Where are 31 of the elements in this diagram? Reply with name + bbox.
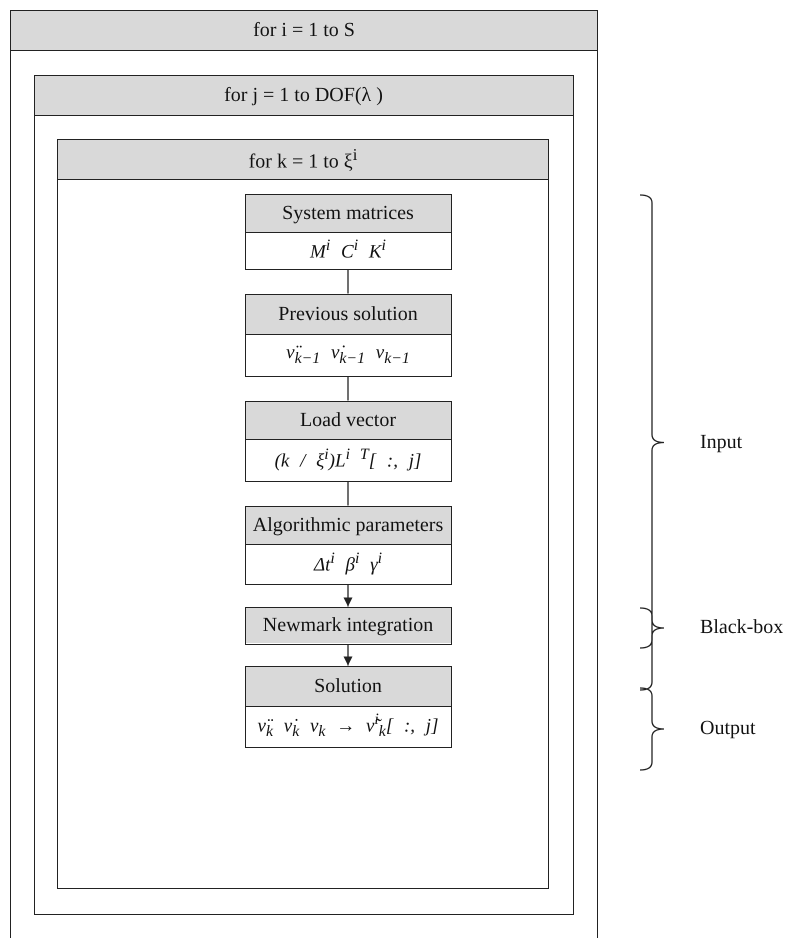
- process-box: [244, 666, 452, 748]
- box-title: System matrices: [282, 202, 414, 224]
- loop-box: [57, 139, 549, 889]
- process-box: [244, 194, 452, 270]
- math-formula: M$^{i}$ C$^{i}$ K$^{i}$: [310, 236, 386, 264]
- math-formula: (k / ξ$^{i}$)L$^{i T}$[ :, j]: [274, 446, 422, 473]
- loop-header: for i = 1 to S: [253, 19, 355, 42]
- loop-header: for j = 1 to DOF(λ ): [224, 84, 383, 106]
- box-title: Algorithmic parameters: [252, 514, 444, 536]
- box-title: Previous solution: [278, 302, 418, 326]
- math-formula: ν̈$_{k}$ ν̇$_{k}$ ν$_{k}$ → ν̃$^{i}$$_{k}$[ :, j]: [258, 710, 438, 742]
- connector-line: [347, 482, 349, 506]
- connector-line: [347, 376, 349, 400]
- box-title: Solution: [314, 674, 382, 698]
- process-box: [244, 506, 452, 584]
- box-title: Load vector: [300, 408, 396, 432]
- process-box: [244, 606, 452, 644]
- bracket-label: Output: [700, 717, 756, 740]
- loop-header: for k = 1 to ξ$^{i}$: [248, 145, 358, 174]
- process-box: [244, 400, 452, 482]
- math-formula: ν̈$_{k−1}$ ν̇$_{k−1}$ ν$_{k−1}$: [286, 342, 410, 368]
- bracket-label: Input: [700, 430, 742, 454]
- bracket-label: Black-box: [700, 616, 784, 639]
- process-box: [244, 294, 452, 376]
- connector-line: [347, 270, 349, 294]
- box-title: Newmark integration: [262, 614, 434, 636]
- math-formula: Δt$^{i}$ β$^{i}$ γ$^{i}$: [314, 550, 382, 577]
- loop-box: [34, 74, 574, 914]
- loop-box: [10, 10, 598, 938]
- arrow: [344, 584, 352, 606]
- arrow: [344, 644, 352, 666]
